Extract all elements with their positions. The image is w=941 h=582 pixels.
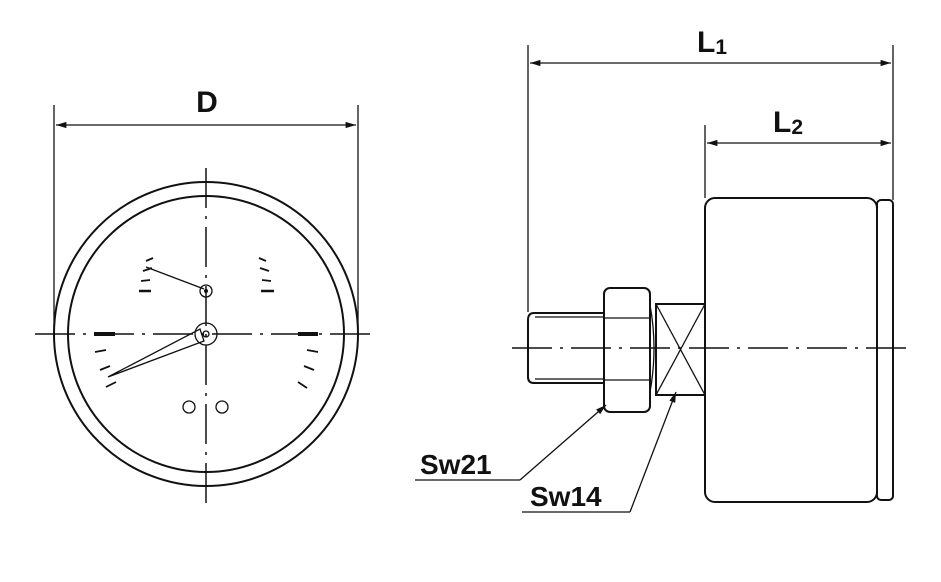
main-needle [107,322,218,378]
front-view: D [35,86,376,505]
side-view: L1 L2 Sw21 Sw14 [415,26,906,513]
sw14-label: Sw14 [530,481,602,512]
scale-ticks [94,257,319,389]
gauge-housing [704,197,878,503]
square-wrench-flat [655,303,706,396]
sw21-label: Sw21 [420,449,492,480]
diameter-label: D [196,86,218,119]
sw21-leader [519,404,607,481]
sw14-leader [629,391,677,513]
gauge-bezel [876,199,894,501]
screw-hole-left [182,400,196,414]
l1-label: L1 [697,26,727,59]
screw-hole-right [215,400,229,414]
hex-nut [603,287,651,413]
small-needle [145,266,213,298]
l2-label: L2 [773,106,803,139]
